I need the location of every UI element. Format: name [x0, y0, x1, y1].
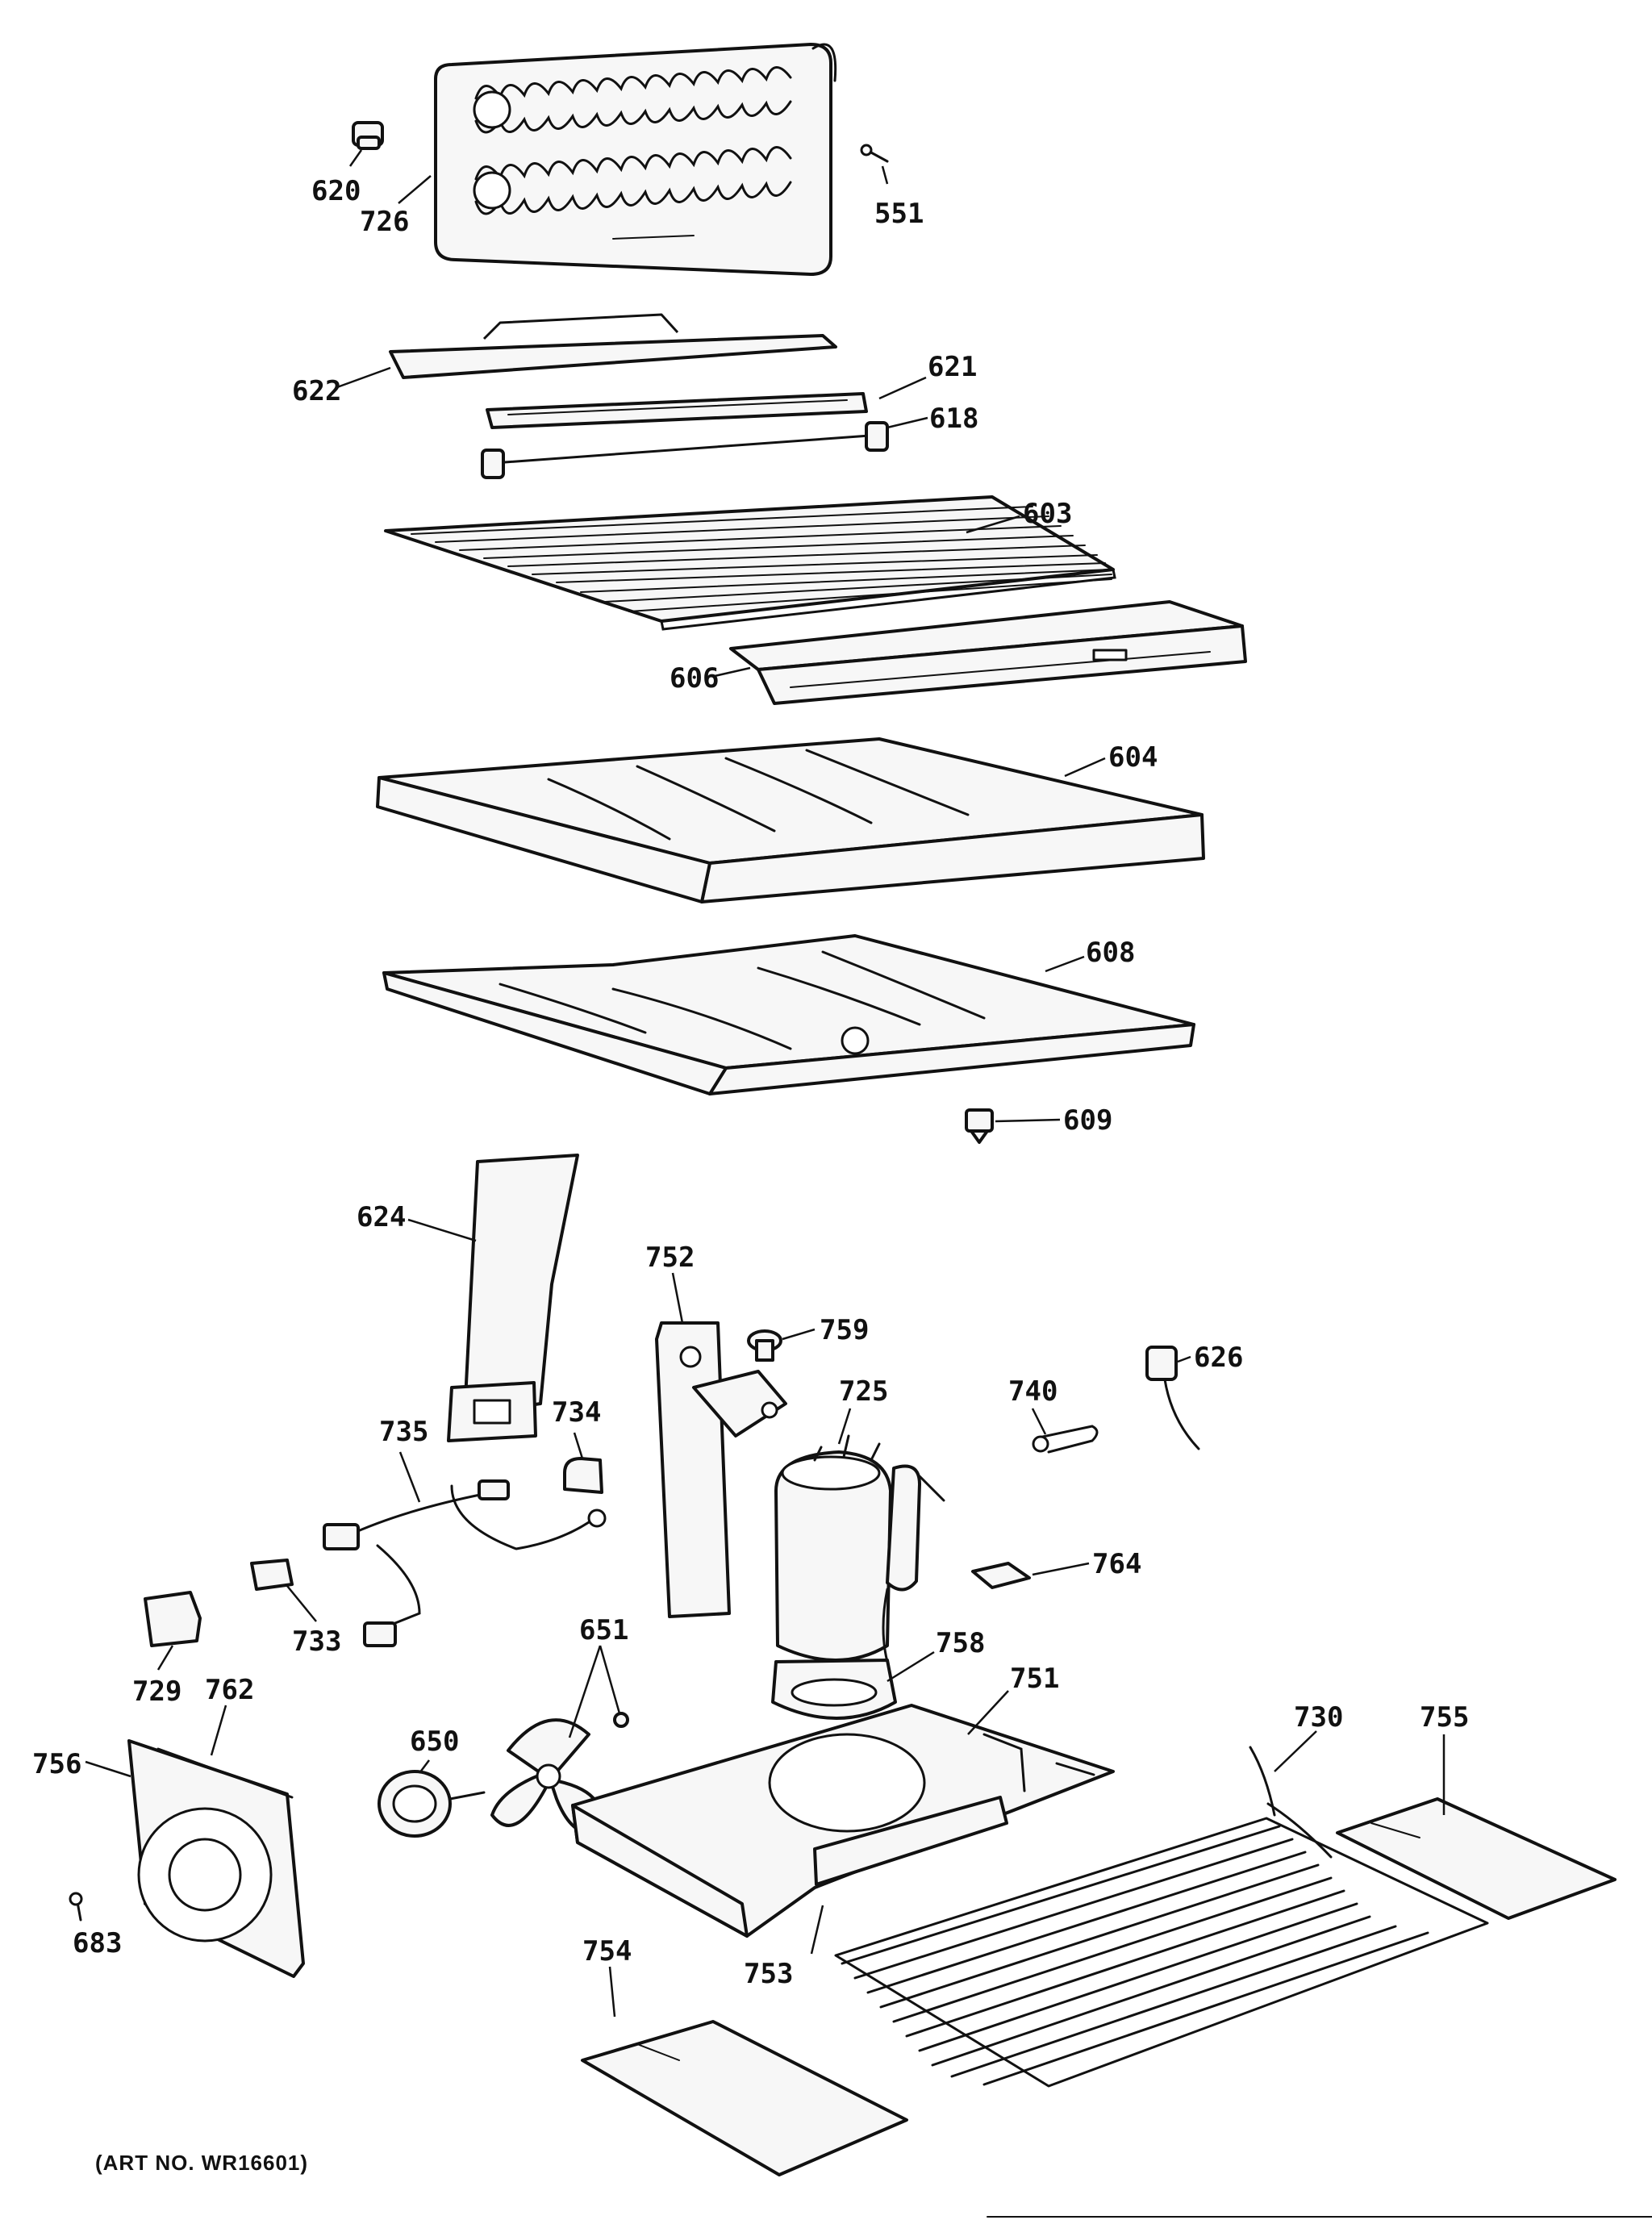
callout-620: 620 [311, 175, 361, 207]
grommet-620 [352, 121, 384, 150]
callout-734: 734 [552, 1396, 601, 1429]
callout-752: 752 [645, 1241, 695, 1274]
compressor-base-751 [571, 1704, 1115, 1938]
bracket-753 [813, 1796, 1008, 1886]
wiring-harness-735 [323, 1479, 607, 1647]
callout-758: 758 [936, 1627, 985, 1659]
air-duct-624 [447, 1154, 579, 1442]
callout-608: 608 [1086, 937, 1135, 969]
compressor-725 [774, 1434, 945, 1663]
callout-603: 603 [1023, 498, 1072, 530]
callout-624: 624 [357, 1201, 406, 1233]
callout-753: 753 [744, 1958, 793, 1990]
callout-726: 726 [360, 206, 409, 238]
drawer-606 [729, 600, 1247, 705]
capacitor-729 [144, 1591, 202, 1647]
condenser-730 [834, 1746, 1489, 2088]
callout-733: 733 [292, 1625, 341, 1658]
heater-shield-621 [486, 392, 868, 429]
callout-606: 606 [670, 662, 719, 695]
callout-759: 759 [820, 1314, 869, 1346]
callout-609: 609 [1063, 1104, 1112, 1137]
art-number: (ART NO. WR16601) [95, 2151, 309, 2175]
callout-622: 622 [292, 375, 341, 407]
callout-618: 618 [929, 403, 978, 435]
overload-626 [1145, 1346, 1200, 1450]
defrost-heater-618 [481, 421, 889, 479]
screw-683 [69, 1892, 83, 1922]
leader-lines [85, 149, 1446, 2018]
callout-labels: 620 726 551 622 621 618 603 606 604 608 … [32, 175, 1469, 1990]
pan-608 [382, 934, 1195, 1095]
clip-740 [1032, 1425, 1099, 1454]
callout-755: 755 [1420, 1701, 1469, 1734]
callout-604: 604 [1108, 741, 1158, 774]
callout-626: 626 [1194, 1342, 1243, 1374]
pad-754 [581, 2020, 908, 2176]
shim-764 [971, 1562, 1031, 1589]
callout-725: 725 [839, 1375, 888, 1408]
callout-751: 751 [1010, 1663, 1059, 1695]
grommet-759 [747, 1329, 782, 1362]
callout-729: 729 [132, 1675, 181, 1708]
compressor-mount-758 [771, 1659, 897, 1720]
callout-764: 764 [1092, 1548, 1141, 1580]
callout-683: 683 [73, 1927, 122, 1959]
freezer-shelf-603 [384, 495, 1116, 631]
clip-609 [965, 1108, 994, 1144]
relay-734 [563, 1457, 603, 1494]
callout-756: 756 [32, 1748, 81, 1780]
pan-604 [376, 737, 1205, 903]
evaporator-coil-726 [434, 43, 837, 276]
callout-754: 754 [582, 1935, 632, 1968]
callout-735: 735 [379, 1416, 428, 1448]
fan-motor-650 [378, 1770, 486, 1838]
callout-740: 740 [1008, 1375, 1058, 1408]
callout-651: 651 [579, 1614, 628, 1646]
callout-650: 650 [410, 1726, 459, 1758]
bracket-752 [655, 1321, 787, 1618]
callout-762: 762 [205, 1674, 254, 1706]
callout-730: 730 [1294, 1701, 1343, 1734]
relay-733 [250, 1559, 294, 1591]
pad-755 [1336, 1797, 1617, 1920]
callout-551: 551 [874, 198, 924, 230]
fan-shroud-756 [127, 1739, 305, 1978]
callout-621: 621 [928, 351, 977, 383]
evaporator-cover-622 [389, 313, 837, 379]
screw-551 [860, 144, 889, 163]
